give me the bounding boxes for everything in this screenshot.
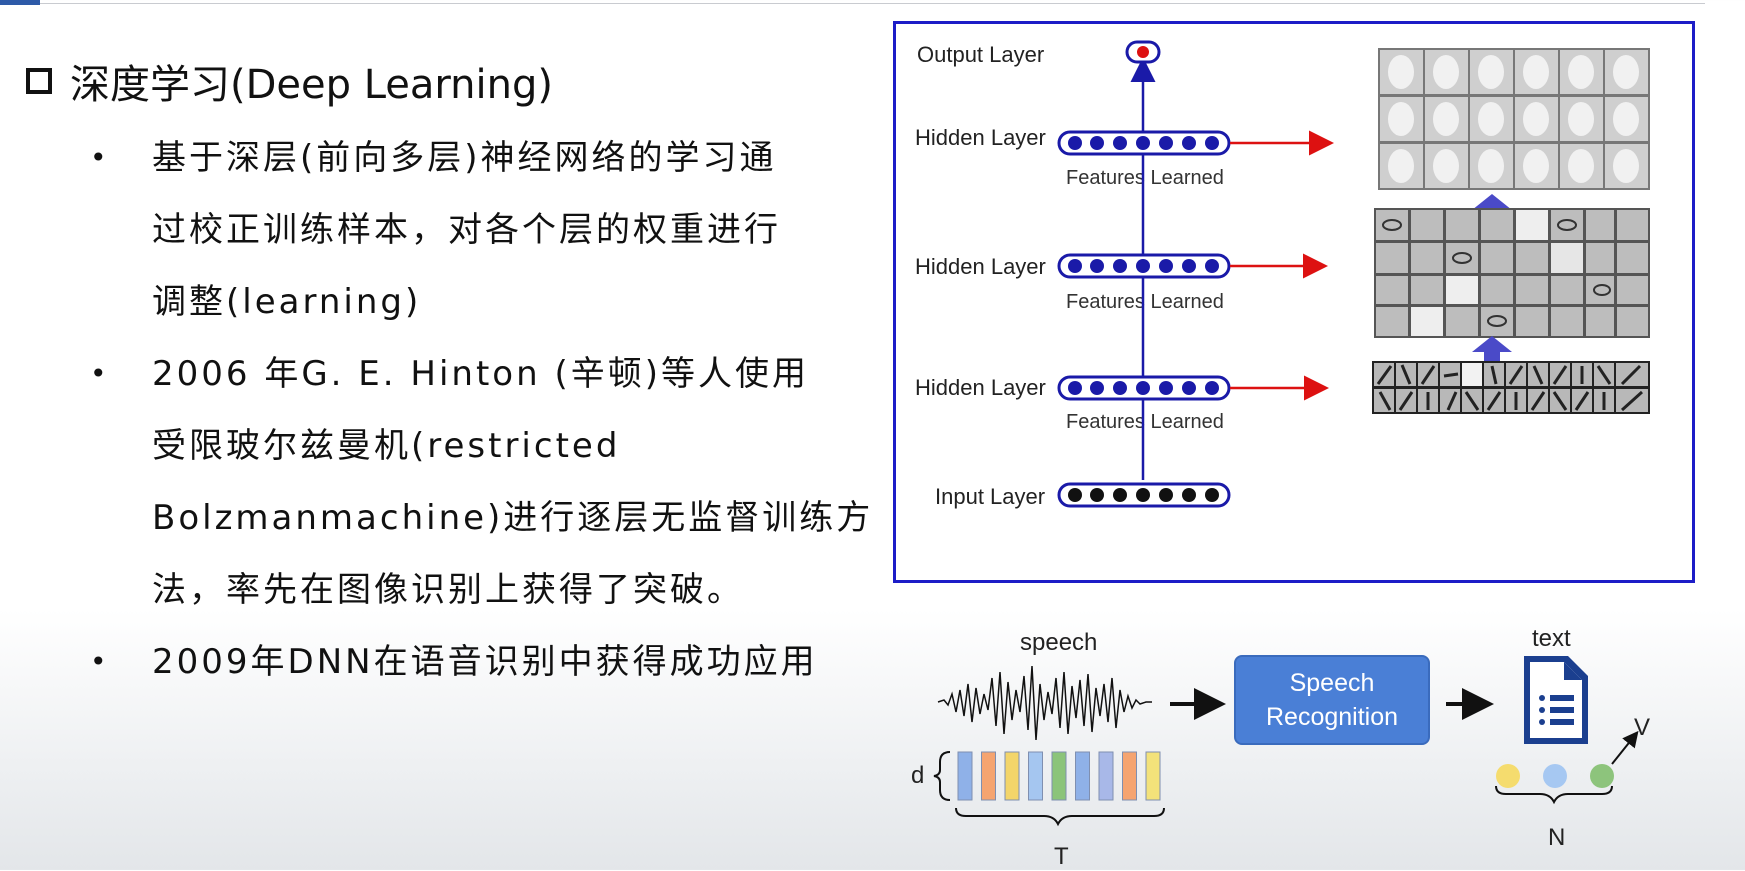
bullet-dot-icon: •	[90, 141, 110, 174]
feature-frame	[1028, 751, 1043, 801]
bullet-line: 受限玻尔兹曼机(restricted	[152, 426, 621, 466]
hidden-layer-label: Hidden Layer	[915, 254, 1046, 279]
network-diagram: Output Layer Hidden Layer Hidden Layer H…	[893, 21, 1695, 583]
edge-features-image	[1372, 361, 1650, 414]
speech-recognition-line: Recognition	[1265, 703, 1399, 731]
hidden-layer-row-3	[1057, 130, 1231, 156]
n-brace	[1495, 785, 1613, 805]
bullet-line: 2009年DNN在语音识别中获得成功应用	[152, 642, 818, 682]
feature-frame	[1122, 751, 1137, 801]
token-dot	[1590, 764, 1614, 788]
bullet-line: 过校正训练样本，对各个层的权重进行	[152, 210, 781, 250]
features-learned-label: Features Learned	[1066, 411, 1224, 433]
speech-recognition-box: Speech Recognition	[1234, 655, 1430, 745]
face-parts-image	[1374, 208, 1650, 338]
t-brace	[955, 807, 1165, 827]
speech-label: speech	[1020, 629, 1098, 656]
n-dimension-label: N	[1548, 824, 1566, 851]
bullet-line: Bolzmanmachine)进行逐层无监督训练方	[152, 498, 874, 538]
face-features-image	[1378, 48, 1650, 190]
input-layer-row	[1057, 482, 1231, 508]
feature-frame	[1051, 751, 1067, 801]
bullet-dot-icon: •	[90, 357, 110, 390]
hidden-layer-row-2	[1057, 253, 1231, 279]
output-node	[1137, 46, 1149, 58]
feature-frame	[1145, 751, 1161, 801]
bullet-item: • 2009年DNN在语音识别中获得成功应用	[90, 626, 860, 698]
bullet-item: • 基于深层(前向多层)神经网络的学习通 过校正训练样本，对各个层的权重进行 调…	[90, 122, 860, 338]
hidden-layer-label: Hidden Layer	[915, 375, 1046, 400]
feature-frame	[957, 751, 973, 801]
top-rule	[0, 3, 1705, 4]
feature-frame	[1098, 751, 1114, 801]
text-label: text	[1532, 625, 1571, 652]
bullet-line: 调整(learning)	[152, 282, 422, 322]
hidden-layer-label: Hidden Layer	[915, 125, 1046, 150]
speech-recognition-line: Speech	[1289, 669, 1375, 697]
t-dimension-label: T	[1054, 843, 1069, 870]
input-layer-label: Input Layer	[935, 484, 1046, 509]
token-dot	[1496, 764, 1520, 788]
bullet-list: • 基于深层(前向多层)神经网络的学习通 过校正训练样本，对各个层的权重进行 调…	[90, 122, 874, 698]
feature-frame	[981, 751, 996, 801]
output-layer-label: Output Layer	[917, 42, 1045, 67]
square-bullet-icon	[26, 68, 52, 94]
token-dot	[1543, 764, 1567, 788]
speech-waveform	[937, 665, 1152, 741]
top-accent-bar	[0, 0, 40, 5]
bullet-item: • 2006 年G. E. Hinton (辛顿)等人使用 受限玻尔兹曼机(re…	[90, 338, 874, 626]
features-learned-label: Features Learned	[1066, 167, 1224, 189]
network-svg	[1057, 40, 1650, 508]
feature-frames	[957, 751, 1161, 801]
bullet-line: 法，率先在图像识别上获得了突破。	[152, 570, 744, 610]
document-list-icon	[1524, 656, 1588, 744]
hidden-layer-row-1	[1057, 375, 1231, 401]
feature-frame	[1004, 751, 1020, 801]
v-arrow	[1611, 730, 1639, 765]
bullet-line: 2006 年G. E. Hinton (辛顿)等人使用	[152, 354, 809, 394]
d-brace	[933, 751, 951, 801]
features-learned-label: Features Learned	[1066, 291, 1224, 313]
v-dimension-label: V	[1634, 714, 1651, 741]
slide-title: 深度学习(Deep Learning)	[26, 52, 553, 110]
up-arrow-icon	[1472, 336, 1512, 368]
d-dimension-label: d	[911, 762, 925, 789]
feature-frame	[1075, 751, 1090, 801]
bullet-line: 基于深层(前向多层)神经网络的学习通	[152, 138, 777, 178]
output-token-dots	[1496, 764, 1614, 788]
slide-title-text: 深度学习(Deep Learning)	[70, 62, 553, 108]
bullet-dot-icon: •	[90, 645, 110, 678]
